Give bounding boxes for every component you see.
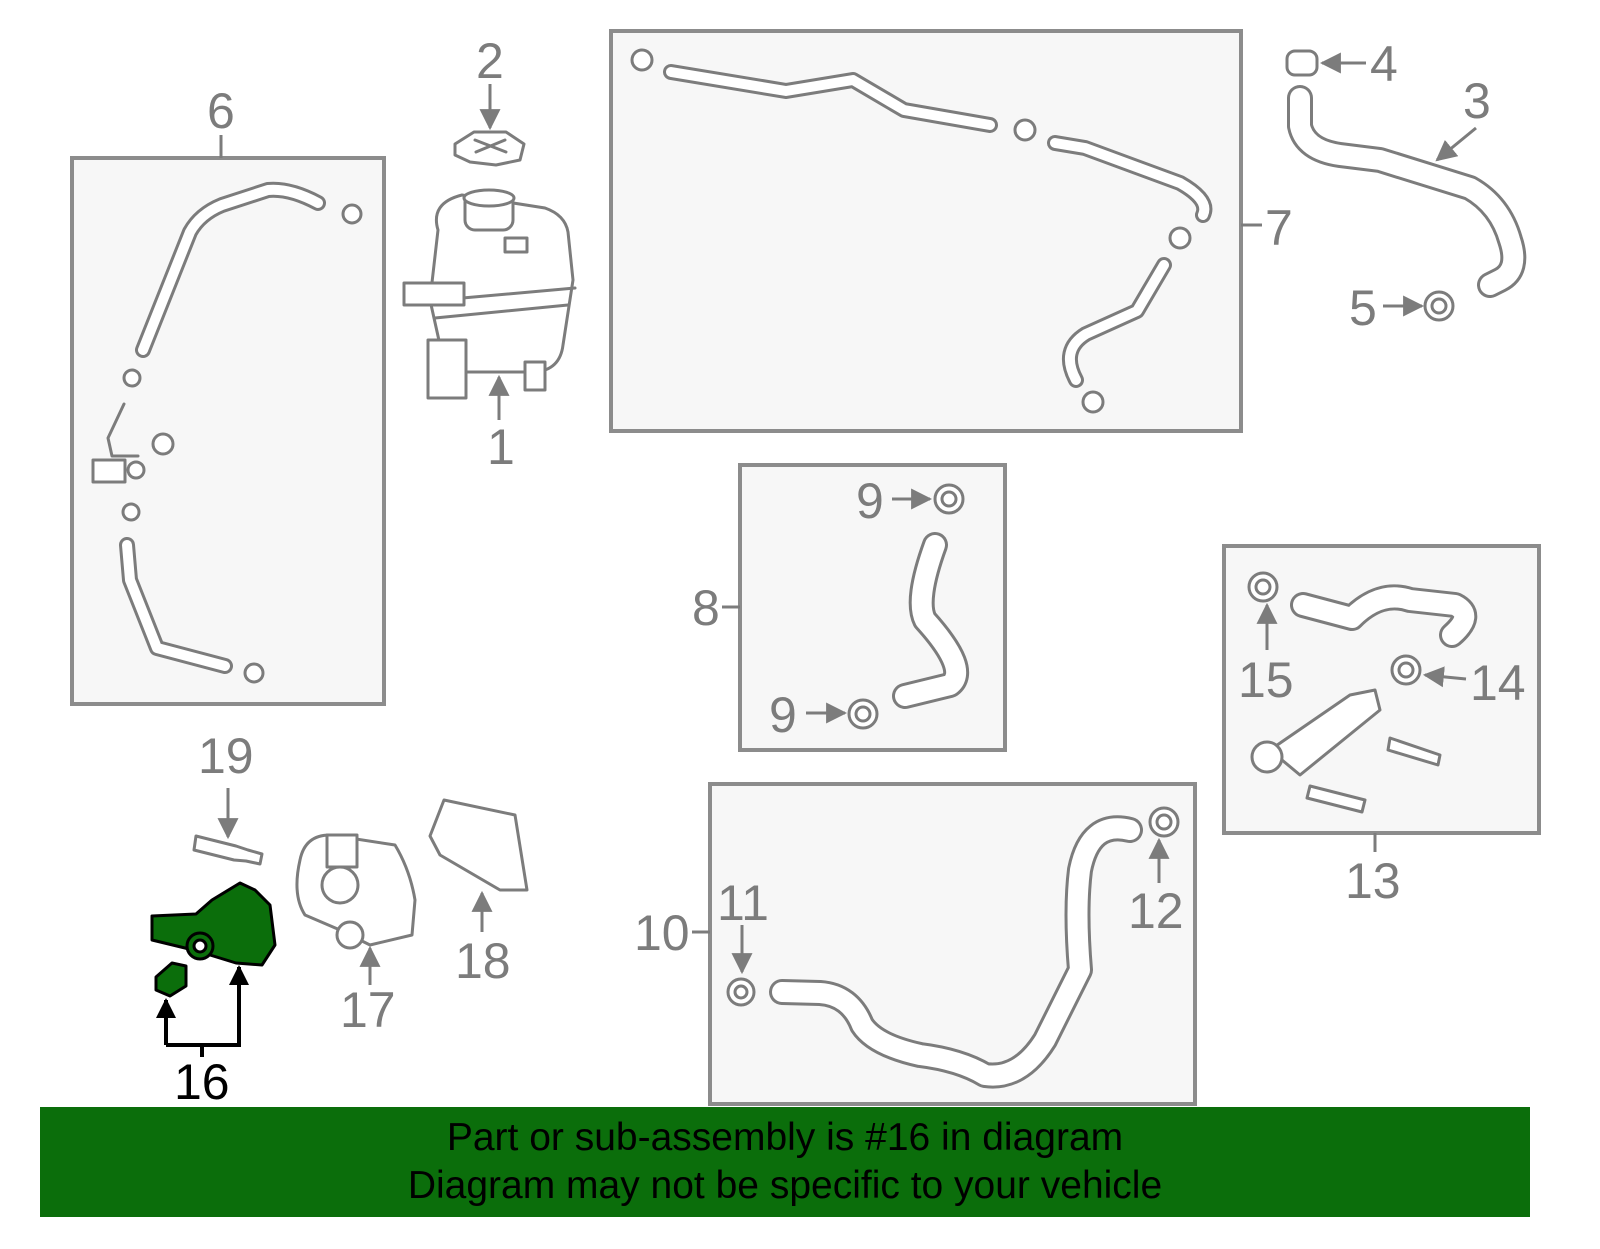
svg-text:15: 15 [1238,652,1294,708]
thermostat-housing-16 [150,881,277,998]
svg-text:6: 6 [207,83,235,139]
gasket-18 [428,798,529,892]
svg-text:7: 7 [1265,200,1293,256]
callout-17: 17 [340,945,396,1038]
svg-text:1: 1 [487,419,515,475]
svg-text:18: 18 [455,933,511,989]
reservoir-cap [453,130,526,167]
svg-text:4: 4 [1370,36,1398,92]
callout-19: 19 [198,728,254,840]
svg-text:14: 14 [1470,655,1526,711]
svg-text:3: 3 [1463,73,1491,129]
svg-text:16: 16 [174,1054,230,1110]
svg-text:8: 8 [692,580,720,636]
callout-11: 11 [717,875,769,975]
callout-9-bottom: 9 [769,687,848,743]
svg-text:19: 19 [198,728,254,784]
svg-text:12: 12 [1128,883,1184,939]
callout-10: 10 [634,905,690,961]
callout-13: 13 [1345,853,1401,909]
assembly-box-13 [1222,544,1541,852]
callout-18: 18 [455,890,511,989]
water-pump-17 [295,833,417,950]
hose-clamp-4 [1285,49,1319,77]
callout-9-top: 9 [856,473,933,529]
assembly-box-8 [722,463,1007,752]
callout-12: 12 [1128,837,1184,939]
svg-text:5: 5 [1349,280,1377,336]
temperature-sensor-19 [192,834,264,866]
callout-7: 7 [1265,200,1293,256]
assembly-box-7 [609,29,1262,433]
svg-text:11: 11 [717,875,769,931]
svg-text:9: 9 [856,473,884,529]
callout-4: 4 [1319,36,1398,92]
svg-text:17: 17 [340,982,396,1038]
callout-1: 1 [487,374,515,475]
callout-2: 2 [476,33,504,131]
callout-6: 6 [207,83,235,139]
svg-text:10: 10 [634,905,690,961]
callout-15: 15 [1238,602,1294,708]
coolant-reservoir [402,188,577,400]
assembly-box-10 [692,782,1197,1106]
svg-text:13: 13 [1345,853,1401,909]
hose-clamp-5 [1423,290,1455,322]
radiator-hose-3 [1287,85,1527,298]
info-banner: Part or sub-assembly is #16 in diagram D… [40,1107,1530,1217]
callout-16: 16 [156,965,249,1110]
assembly-box-6 [70,135,386,706]
callout-8: 8 [692,580,720,636]
svg-text:2: 2 [476,33,504,89]
banner-line-2: Diagram may not be specific to your vehi… [407,1164,1163,1207]
svg-text:9: 9 [769,687,797,743]
callout-5: 5 [1349,280,1425,336]
banner-line-1: Part or sub-assembly is #16 in diagram [446,1116,1124,1159]
callout-14: 14 [1422,655,1526,711]
callout-3: 3 [1435,73,1491,162]
